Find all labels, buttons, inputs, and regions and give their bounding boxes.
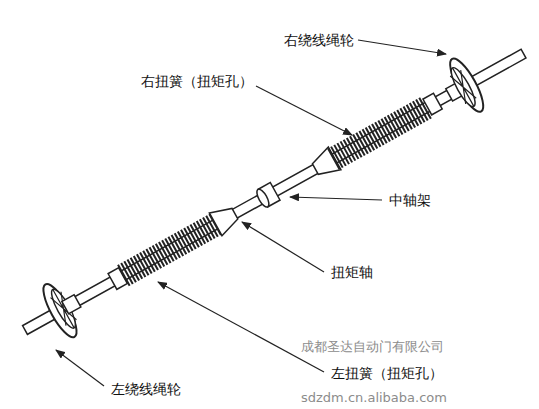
part-label: 扭矩轴	[330, 263, 374, 281]
leader-line	[358, 40, 446, 54]
leader-line	[56, 350, 104, 386]
leader-line	[158, 282, 324, 372]
leader-line	[290, 197, 382, 200]
part-label: 右扭簧（扭矩孔）	[140, 72, 254, 90]
watermark: 成都圣达自动门有限公司	[300, 338, 445, 356]
watermark: sdzdm.cn.alibaba.com	[300, 389, 448, 407]
part-label: 中轴架	[388, 191, 432, 209]
part-label: 左扭簧（扭矩孔）	[330, 364, 444, 382]
leader-line	[256, 86, 352, 135]
part-label: 左绕线绳轮	[110, 380, 182, 398]
part-label: 右绕线绳轮	[283, 31, 355, 49]
leader-line	[242, 222, 324, 272]
